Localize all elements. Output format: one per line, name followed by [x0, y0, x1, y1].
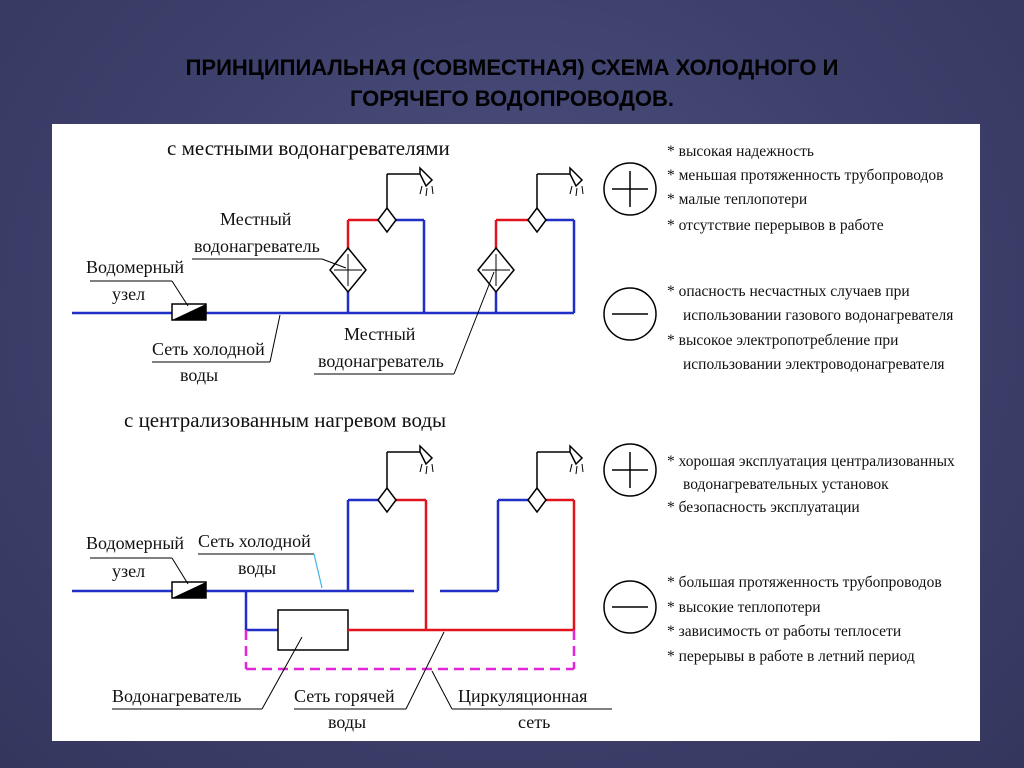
slide-title-line1: ПРИНЦИПИАЛЬНАЯ (СОВМЕСТНАЯ) СХЕМА ХОЛОДН…: [185, 55, 839, 80]
central-hot-net-label: Сеть горячей воды: [294, 631, 445, 732]
svg-text:* зависимость от работы теплос: * зависимость от работы теплосети: [667, 623, 901, 640]
diagram-panel: с местными водонагревателями: [52, 124, 980, 741]
local-heater-label-top: Местный водонагреватель: [192, 209, 347, 269]
central-cons-list: * большая протяженность трубопроводов * …: [667, 574, 942, 665]
svg-text:воды: воды: [180, 365, 218, 385]
svg-text:сеть: сеть: [518, 712, 550, 732]
water-supply-diagram: с местными водонагревателями: [72, 136, 955, 732]
svg-text:водонагреватель: водонагреватель: [194, 236, 320, 256]
local-riser-1: [329, 166, 434, 313]
central-heading: с централизованным нагревом воды: [124, 408, 446, 432]
svg-text:Местный: Местный: [220, 209, 292, 229]
shower-head-icon: [569, 444, 584, 466]
local-heading: с местными водонагревателями: [167, 136, 450, 160]
svg-text:водонагревательных установок: водонагревательных установок: [683, 476, 889, 493]
svg-text:* меньшая протяженность трубоп: * меньшая протяженность трубопроводов: [667, 167, 943, 184]
shower-head-icon: [569, 166, 584, 188]
central-circ-label: Циркуляционная сеть: [431, 670, 612, 732]
svg-text:Водомерный: Водомерный: [86, 257, 184, 277]
svg-text:* высокое электропотребление п: * высокое электропотребление при: [667, 332, 898, 349]
mixer-valve-icon: [377, 486, 397, 514]
svg-text:Циркуляционная: Циркуляционная: [458, 686, 587, 706]
local-minus-icon: [603, 287, 657, 341]
svg-text:Водонагреватель: Водонагреватель: [112, 686, 241, 706]
local-cold-net-label: Сеть холодной воды: [152, 314, 281, 385]
svg-text:* перерывы в работе в летний п: * перерывы в работе в летний период: [667, 648, 915, 665]
central-riser-2: [496, 444, 584, 630]
svg-text:узел: узел: [112, 561, 145, 581]
slide-title-line2: ГОРЯЧЕГО ВОДОПРОВОДОВ.: [350, 86, 674, 111]
local-water-meter: [171, 303, 207, 321]
svg-text:Водомерный: Водомерный: [86, 533, 184, 553]
svg-text:Сеть горячей: Сеть горячей: [294, 686, 395, 706]
svg-text:воды: воды: [238, 558, 276, 578]
shower-head-icon: [419, 166, 434, 188]
local-heater-label-bottom: Местный водонагреватель: [314, 271, 495, 375]
local-riser-2: [477, 166, 584, 313]
central-water-meter: [171, 581, 207, 599]
mixer-valve-icon: [527, 486, 547, 514]
central-meter-label: Водомерный узел: [86, 533, 189, 585]
mixer-valve-icon: [377, 206, 397, 234]
svg-text:использовании газового водонаг: использовании газового водонагревателя: [683, 307, 953, 324]
svg-text:воды: воды: [328, 712, 366, 732]
svg-text:узел: узел: [112, 284, 145, 304]
svg-text:* опасность несчастных случаев: * опасность несчастных случаев при: [667, 283, 910, 300]
local-plus-icon: [603, 162, 657, 216]
central-cold-net-label: Сеть холодной воды: [198, 531, 323, 589]
central-riser-1: [346, 444, 434, 630]
shower-head-icon: [419, 444, 434, 466]
svg-text:* высокая надежность: * высокая надежность: [667, 143, 814, 160]
central-heater-label: Водонагреватель: [112, 636, 303, 710]
central-minus-icon: [603, 580, 657, 634]
leader-line: [313, 553, 323, 589]
mixer-valve-icon: [527, 206, 547, 234]
central-water-heater: [277, 609, 349, 651]
svg-text:Сеть холодной: Сеть холодной: [152, 339, 265, 359]
local-meter-label: Водомерный узел: [86, 257, 189, 307]
central-pros-list: * хорошая эксплуатация централизованных …: [667, 453, 955, 516]
svg-text:Местный: Местный: [344, 324, 416, 344]
svg-text:* хорошая эксплуатация централ: * хорошая эксплуатация централизованных: [667, 453, 955, 470]
svg-text:использовании электроводонагре: использовании электроводонагревателя: [683, 356, 945, 373]
svg-text:* большая протяженность трубоп: * большая протяженность трубопроводов: [667, 574, 942, 591]
svg-text:* отсутствие перерывов в работ: * отсутствие перерывов в работе: [667, 217, 884, 234]
svg-text:* малые теплопотери: * малые теплопотери: [667, 191, 807, 208]
svg-text:Сеть холодной: Сеть холодной: [198, 531, 311, 551]
svg-text:* высокие теплопотери: * высокие теплопотери: [667, 599, 821, 616]
svg-text:водонагреватель: водонагреватель: [318, 351, 444, 371]
local-pros-list: * высокая надежность * меньшая протяженн…: [667, 143, 943, 234]
central-plus-icon: [603, 443, 657, 497]
svg-text:* безопасность эксплуатации: * безопасность эксплуатации: [667, 499, 860, 516]
local-cons-list: * опасность несчастных случаев при испол…: [667, 283, 953, 373]
slide-title: ПРИНЦИПИАЛЬНАЯ (СОВМЕСТНАЯ) СХЕМА ХОЛОДН…: [0, 52, 1024, 114]
